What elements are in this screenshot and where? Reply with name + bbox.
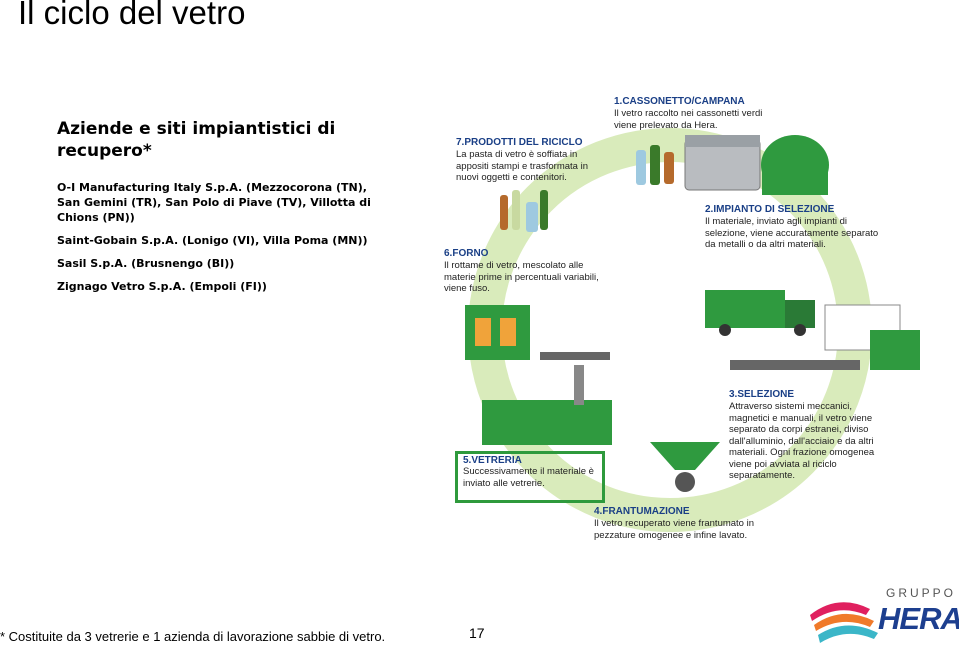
- step2-text: Il materiale, inviato agli impianti di s…: [705, 216, 879, 250]
- aziende-item: Zignago Vetro S.p.A. (Empoli (FI)): [57, 280, 267, 293]
- aziende-item: Saint-Gobain S.p.A. (Lonigo (VI), Villa …: [57, 234, 368, 247]
- logo-hera: HERA: [878, 601, 959, 636]
- aziende-item: Sasil S.p.A. (Brusnengo (BI)): [57, 257, 235, 270]
- step3-text: Attraverso sistemi meccanici, magnetici …: [729, 401, 875, 481]
- step7-text: La pasta di vetro è soffiata in appositi…: [456, 149, 589, 183]
- factory-icon: [482, 365, 612, 445]
- step1-title: 1.CASSONETTO/CAMPANA: [614, 96, 745, 107]
- page-title: Il ciclo del vetro: [18, 0, 246, 31]
- step6-title: 6.FORNO: [444, 248, 489, 259]
- selection-plant-icon: [730, 304, 920, 370]
- bin-icon: [684, 135, 829, 195]
- bottles-icon: [500, 145, 674, 232]
- aziende-heading: Aziende e siti impiantistici di recupero…: [57, 119, 336, 161]
- step2-title: 2.IMPIANTO DI SELEZIONE: [705, 204, 835, 215]
- step4-title: 4.FRANTUMAZIONE: [594, 506, 690, 517]
- page-number: 17: [469, 625, 485, 641]
- truck-icon: [705, 290, 815, 336]
- vetreria-box: [455, 451, 605, 503]
- furnace-icon: [465, 305, 610, 360]
- hera-logo-icon: [810, 602, 878, 643]
- step3-title: 3.SELEZIONE: [729, 389, 795, 400]
- step1-text: Il vetro raccolto nei cassonetti verdi v…: [614, 108, 763, 131]
- logo-gruppo: GRUPPO: [886, 586, 957, 600]
- aziende-item: O-I Manufacturing Italy S.p.A. (Mezzocor…: [57, 181, 371, 224]
- recycling-cycle-diagram: [465, 128, 920, 532]
- footnote: * Costituite da 3 vetrerie e 1 azienda d…: [0, 629, 386, 644]
- step5-title: 5.VETRERIA: [463, 455, 522, 466]
- aziende-list: O-I Manufacturing Italy S.p.A. (Mezzocor…: [57, 180, 377, 302]
- crusher-icon: [650, 442, 720, 492]
- step5-text: Successivamente il materiale è inviato a…: [463, 466, 594, 489]
- step7-title: 7.PRODOTTI DEL RICICLO: [456, 137, 583, 148]
- step6-text: Il rottame di vetro, mescolato alle mate…: [444, 260, 599, 294]
- step4-text: Il vetro recuperato viene frantumato in …: [594, 518, 755, 541]
